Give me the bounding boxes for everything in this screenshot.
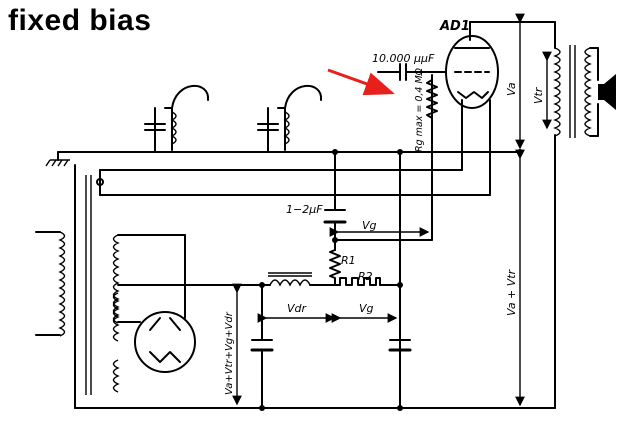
output-transformer [553,45,599,138]
label-va-vtr: Va + Vtr [505,268,518,316]
label-vdr: Vdr [287,302,308,315]
highlight-arrow [327,68,395,96]
label-vtr-top: Vtr [532,86,545,104]
label-vg-bottom: Vg [359,302,374,315]
input-stages [144,85,323,153]
label-bias-cap: 1−2μF [286,203,323,216]
label-tube: AD1 [439,19,470,34]
label-va: Va [505,82,518,96]
mains-transformer [35,175,120,395]
page-title: fixed bias [8,4,152,37]
voltage-arrows [232,13,552,407]
label-r2: R2 [358,270,373,283]
rectifier-tube [134,311,196,373]
label-coupling-cap: 10.000 μμF [372,52,435,65]
loudspeaker-icon [598,74,616,110]
bias-components [250,149,523,411]
label-vg-top: Vg [362,219,377,232]
main-wiring [45,21,556,409]
label-vsum: Va+Vtr+Vg+Vdr [224,311,235,395]
grid-coupling [377,63,447,119]
power-tube-ad1 [445,35,499,109]
label-r1: R1 [341,254,356,267]
label-grid-resistor: Rg max = 0,4 MΩ [414,67,425,152]
